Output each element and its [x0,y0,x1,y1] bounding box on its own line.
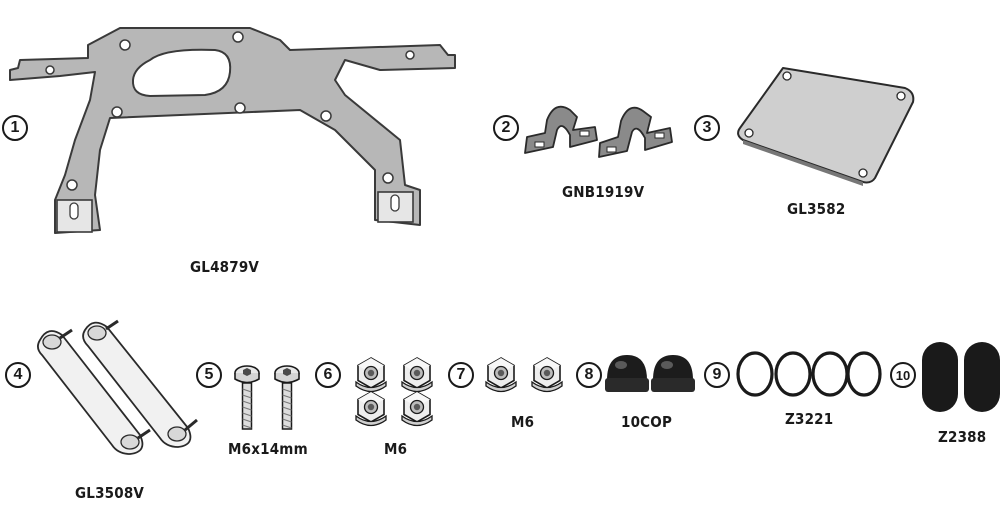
rubber-pad-icon [922,342,1000,412]
o-ring-icon [736,351,882,397]
part-code: Z3221 [785,410,834,428]
part-number-badge: 6 [315,362,341,388]
spacer-bar-icon [37,319,198,455]
part-code: Z2388 [938,428,987,446]
part-code: GL3582 [787,200,846,218]
part-code: GL4879V [190,258,260,276]
flange-nut-icon [485,357,563,393]
part-number-badge: 10 [890,362,916,388]
flange-nut-icon [355,357,433,427]
part-code: GL3508V [75,484,145,502]
part-number-badge: 5 [196,362,222,388]
part-number-badge: 1 [2,115,28,141]
part-code: M6x14mm [228,440,308,458]
part-number-badge: 2 [493,115,519,141]
part-number-badge: 4 [5,362,31,388]
mounting-plate-icon [9,27,456,234]
part-code: M6 [384,440,408,458]
part-code: 10COP [621,413,673,431]
u-clamp-bracket-icon [524,105,673,158]
flat-plate-icon [737,67,915,186]
part-number-badge: 7 [448,362,474,388]
part-number-badge: 3 [694,115,720,141]
part-number-badge: 9 [704,362,730,388]
part-code: GNB1919V [562,183,645,201]
part-number-badge: 8 [576,362,602,388]
part-code: M6 [511,413,535,431]
screw-icon [234,365,300,430]
cap-nut-cover-icon [605,355,695,392]
